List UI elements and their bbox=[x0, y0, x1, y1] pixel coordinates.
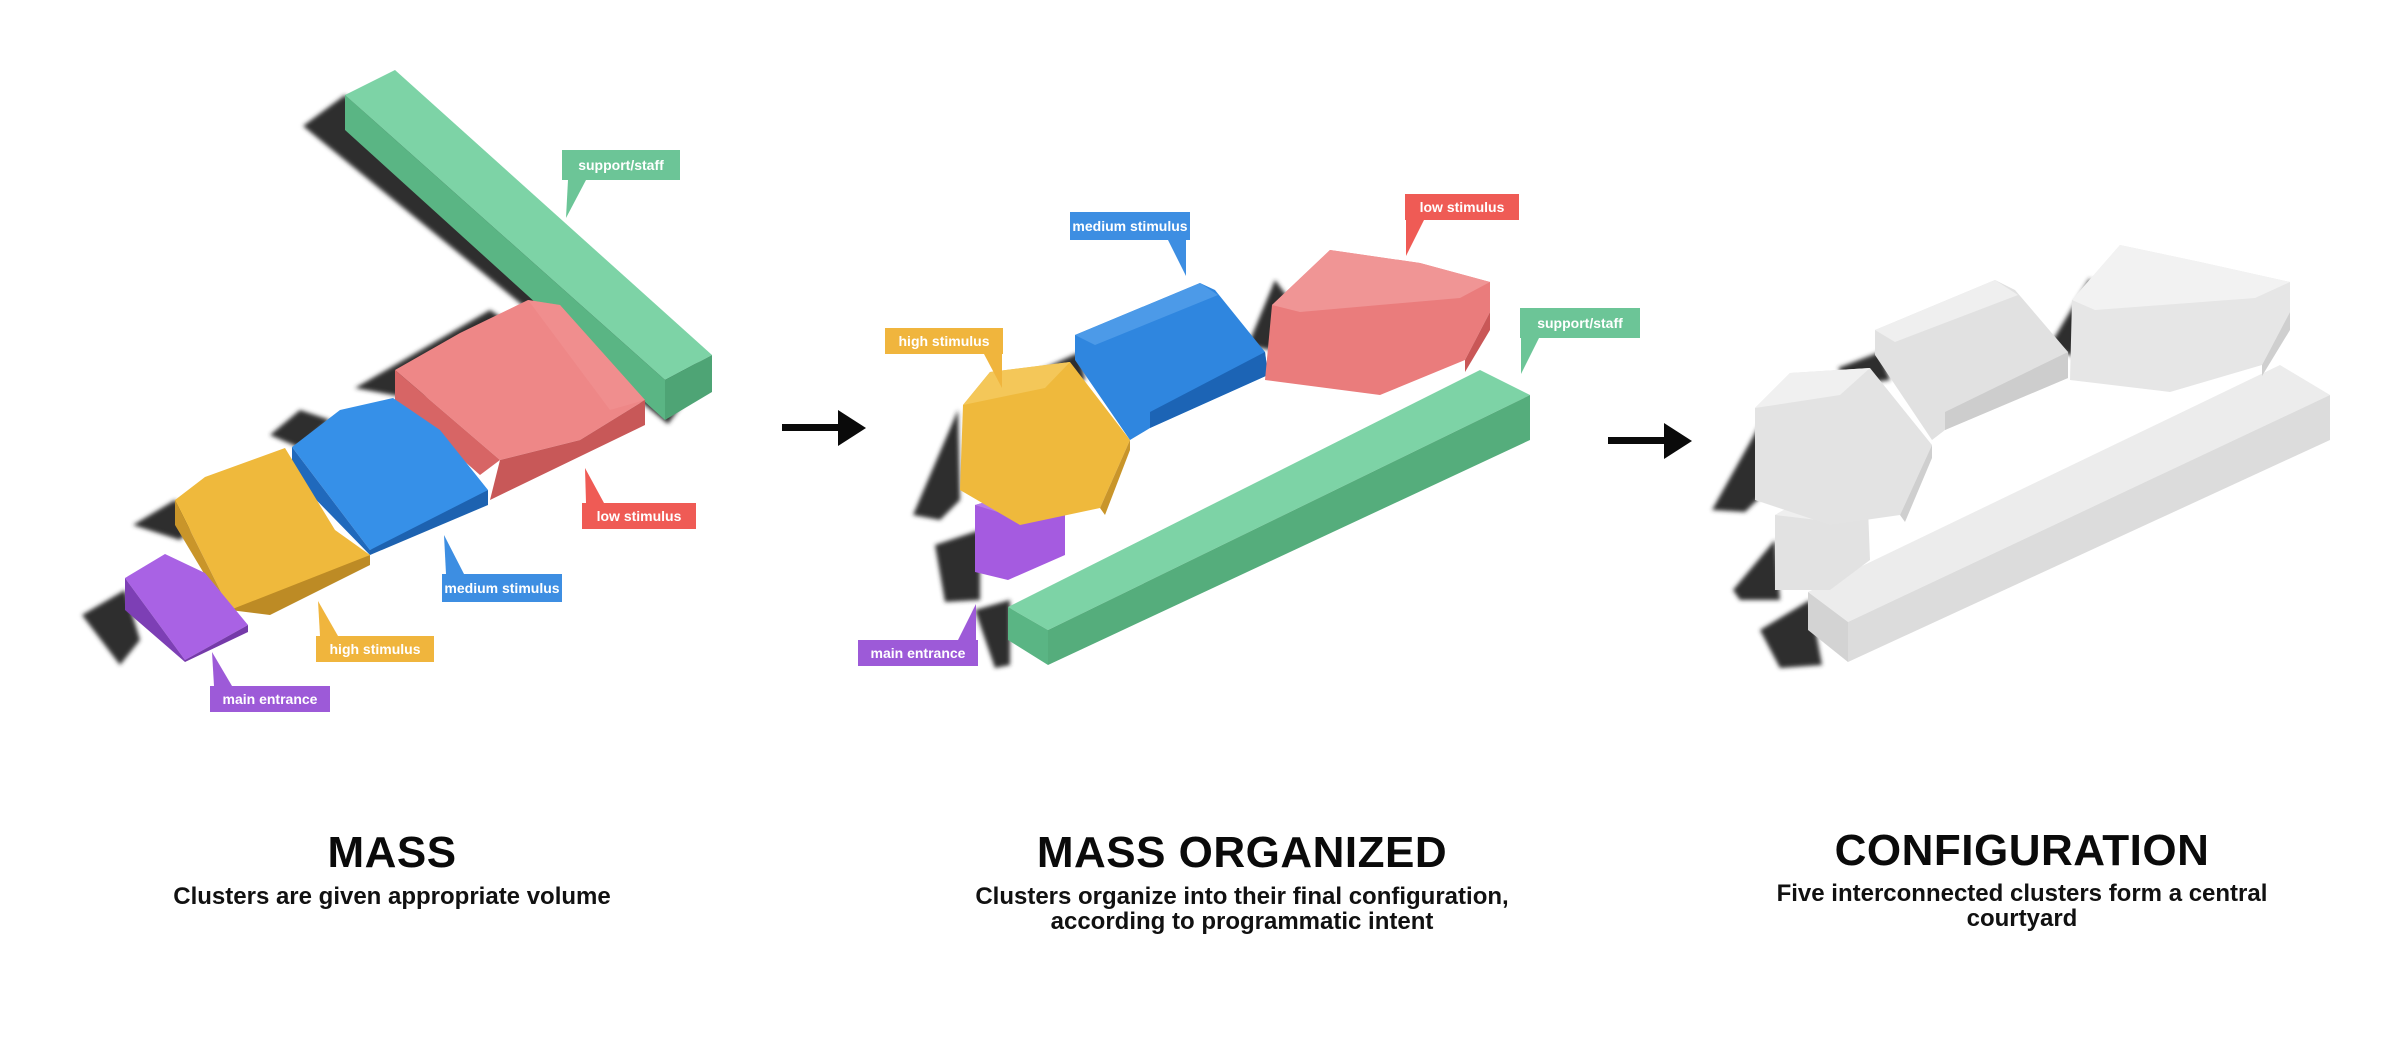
medium-stimulus-block bbox=[1075, 283, 1268, 440]
low-stimulus-block bbox=[1265, 250, 1490, 395]
panel-description-mass-organized: Clusters organize into their final confi… bbox=[975, 883, 1509, 935]
high-stimulus-block bbox=[960, 362, 1130, 525]
label-medium-stimulus-text: medium stimulus bbox=[444, 580, 559, 596]
label-support-staff-text: support/staff bbox=[578, 157, 664, 173]
label-low-stimulus: low stimulus bbox=[582, 468, 696, 529]
medium-cluster-block bbox=[1875, 280, 2068, 440]
panel-mass-diagram: support/staff low stimulus medium stimul… bbox=[82, 70, 712, 712]
low-shadow bbox=[1248, 280, 1290, 350]
main-entrance-block bbox=[125, 554, 248, 662]
panel-description-mass: Clusters are given appropriate volume bbox=[173, 883, 611, 910]
bar-shadow bbox=[1760, 600, 1822, 668]
medium-stimulus-block bbox=[292, 398, 488, 555]
label-support-staff: support/staff bbox=[1520, 308, 1640, 374]
label-main-entrance: main entrance bbox=[210, 652, 330, 712]
high-shadow bbox=[913, 410, 960, 520]
support-shadow bbox=[975, 600, 1010, 668]
panel-title-mass-organized: MASS ORGANIZED bbox=[1036, 828, 1448, 877]
high-cluster-block bbox=[1755, 368, 1932, 525]
panel-mass-organized-diagram: medium stimulus low stimulus high stimul… bbox=[858, 194, 1640, 668]
label-medium-stimulus: medium stimulus bbox=[1070, 212, 1190, 276]
label-high-stimulus-text: high stimulus bbox=[330, 641, 421, 657]
label-main-entrance-text: main entrance bbox=[223, 691, 318, 707]
label-low-stimulus-text: low stimulus bbox=[1420, 199, 1505, 215]
right-arrow-icon bbox=[1608, 423, 1692, 459]
medium-shadow bbox=[270, 410, 330, 448]
label-high-stimulus-text: high stimulus bbox=[899, 333, 990, 349]
label-high-stimulus: high stimulus bbox=[316, 601, 434, 662]
panel-configuration-diagram bbox=[1712, 245, 2330, 668]
panel-description-configuration: Five interconnected clusters form a cent… bbox=[1776, 880, 2268, 932]
entrance-shadow bbox=[1733, 540, 1780, 600]
label-low-stimulus: low stimulus bbox=[1405, 194, 1519, 256]
label-main-entrance: main entrance bbox=[858, 604, 978, 666]
entrance-shadow bbox=[935, 530, 980, 602]
courtyard-bar-block bbox=[1808, 365, 2330, 662]
label-low-stimulus-text: low stimulus bbox=[597, 508, 682, 524]
panel-title-configuration: CONFIGURATION bbox=[1834, 826, 2210, 875]
label-medium-stimulus-text: medium stimulus bbox=[1072, 218, 1187, 234]
right-arrow-icon bbox=[782, 410, 866, 446]
label-high-stimulus: high stimulus bbox=[885, 328, 1003, 388]
label-support-staff-text: support/staff bbox=[1537, 315, 1623, 331]
low-cluster-block bbox=[2070, 245, 2290, 392]
panel-title-mass: MASS bbox=[327, 828, 457, 877]
label-medium-stimulus: medium stimulus bbox=[442, 535, 562, 602]
label-support-staff: support/staff bbox=[562, 150, 680, 218]
support-staff-block bbox=[1008, 370, 1530, 665]
label-main-entrance-text: main entrance bbox=[871, 645, 966, 661]
low-stimulus-block bbox=[395, 300, 645, 500]
